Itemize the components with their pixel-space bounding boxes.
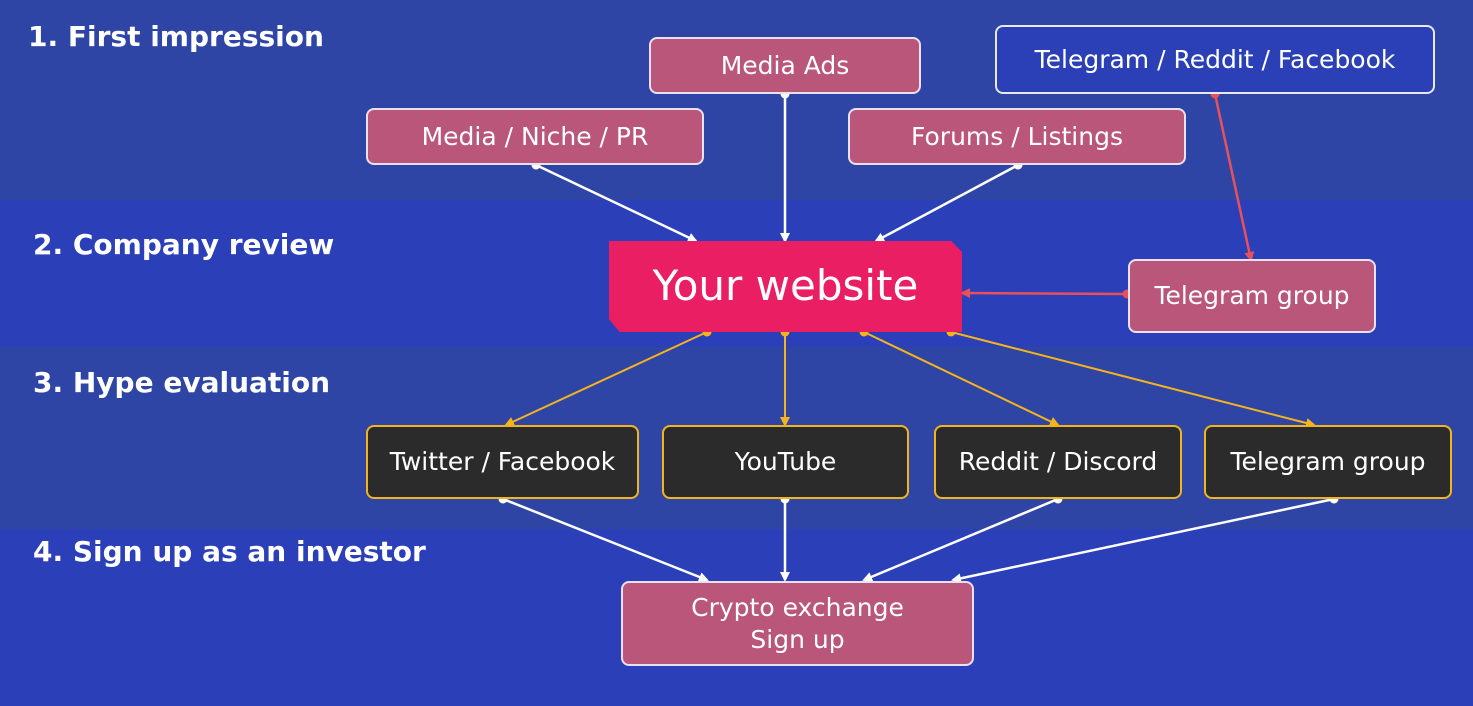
node-telegram-group-hype-label: Telegram group <box>1230 447 1426 477</box>
link-forums-to-website <box>874 163 1019 243</box>
link-social-to-telegram-group <box>1213 93 1255 262</box>
node-media-niche-pr-label: Media / Niche / PR <box>421 121 649 151</box>
node-twitter-facebook-label: Twitter / Facebook <box>389 447 616 477</box>
node-telegram-group-review-label: Telegram group <box>1154 281 1350 311</box>
link-twitter-to-exchange <box>502 497 709 582</box>
node-crypto-exchange: Crypto exchange Sign up <box>621 581 974 666</box>
link-website-to-reddit <box>863 331 1060 427</box>
node-telegram-group-hype: Telegram group <box>1204 425 1452 499</box>
node-reddit-discord: Reddit / Discord <box>934 425 1182 499</box>
node-your-website-label: Your website <box>652 261 919 311</box>
stage-label-hype-evaluation: 3. Hype evaluation <box>33 366 331 399</box>
node-forums-listings-label: Forums / Listings <box>911 121 1123 151</box>
node-telegram-reddit-facebook-label: Telegram / Reddit / Facebook <box>1034 44 1396 74</box>
node-crypto-exchange-label-line2: Sign up <box>750 624 845 654</box>
node-reddit-discord-label: Reddit / Discord <box>958 447 1158 477</box>
node-media-ads-label: Media Ads <box>720 50 850 80</box>
link-reddit-to-exchange <box>862 497 1059 582</box>
node-crypto-exchange-label-line1: Crypto exchange <box>691 593 904 623</box>
stage-label-company-review: 2. Company review <box>33 228 335 261</box>
stage-label-sign-up: 4. Sign up as an investor <box>33 535 426 568</box>
link-website-to-twitter <box>504 331 708 427</box>
link-telegram-group-to-website <box>960 288 1128 299</box>
node-youtube-label: YouTube <box>734 447 837 477</box>
link-website-to-telegram <box>950 331 1316 428</box>
node-media-niche-pr: Media / Niche / PR <box>366 108 704 165</box>
node-your-website: Your website <box>609 241 962 332</box>
node-twitter-facebook: Twitter / Facebook <box>366 425 639 499</box>
node-telegram-reddit-facebook: Telegram / Reddit / Facebook <box>995 25 1435 94</box>
node-media-ads: Media Ads <box>649 37 921 94</box>
node-forums-listings: Forums / Listings <box>848 108 1186 165</box>
link-media-niche-to-website <box>535 163 698 243</box>
stage-label-first-impression: 1. First impression <box>28 20 324 53</box>
node-telegram-group-review: Telegram group <box>1128 259 1376 333</box>
link-telegram-to-exchange <box>951 497 1335 584</box>
node-youtube: YouTube <box>662 425 909 499</box>
